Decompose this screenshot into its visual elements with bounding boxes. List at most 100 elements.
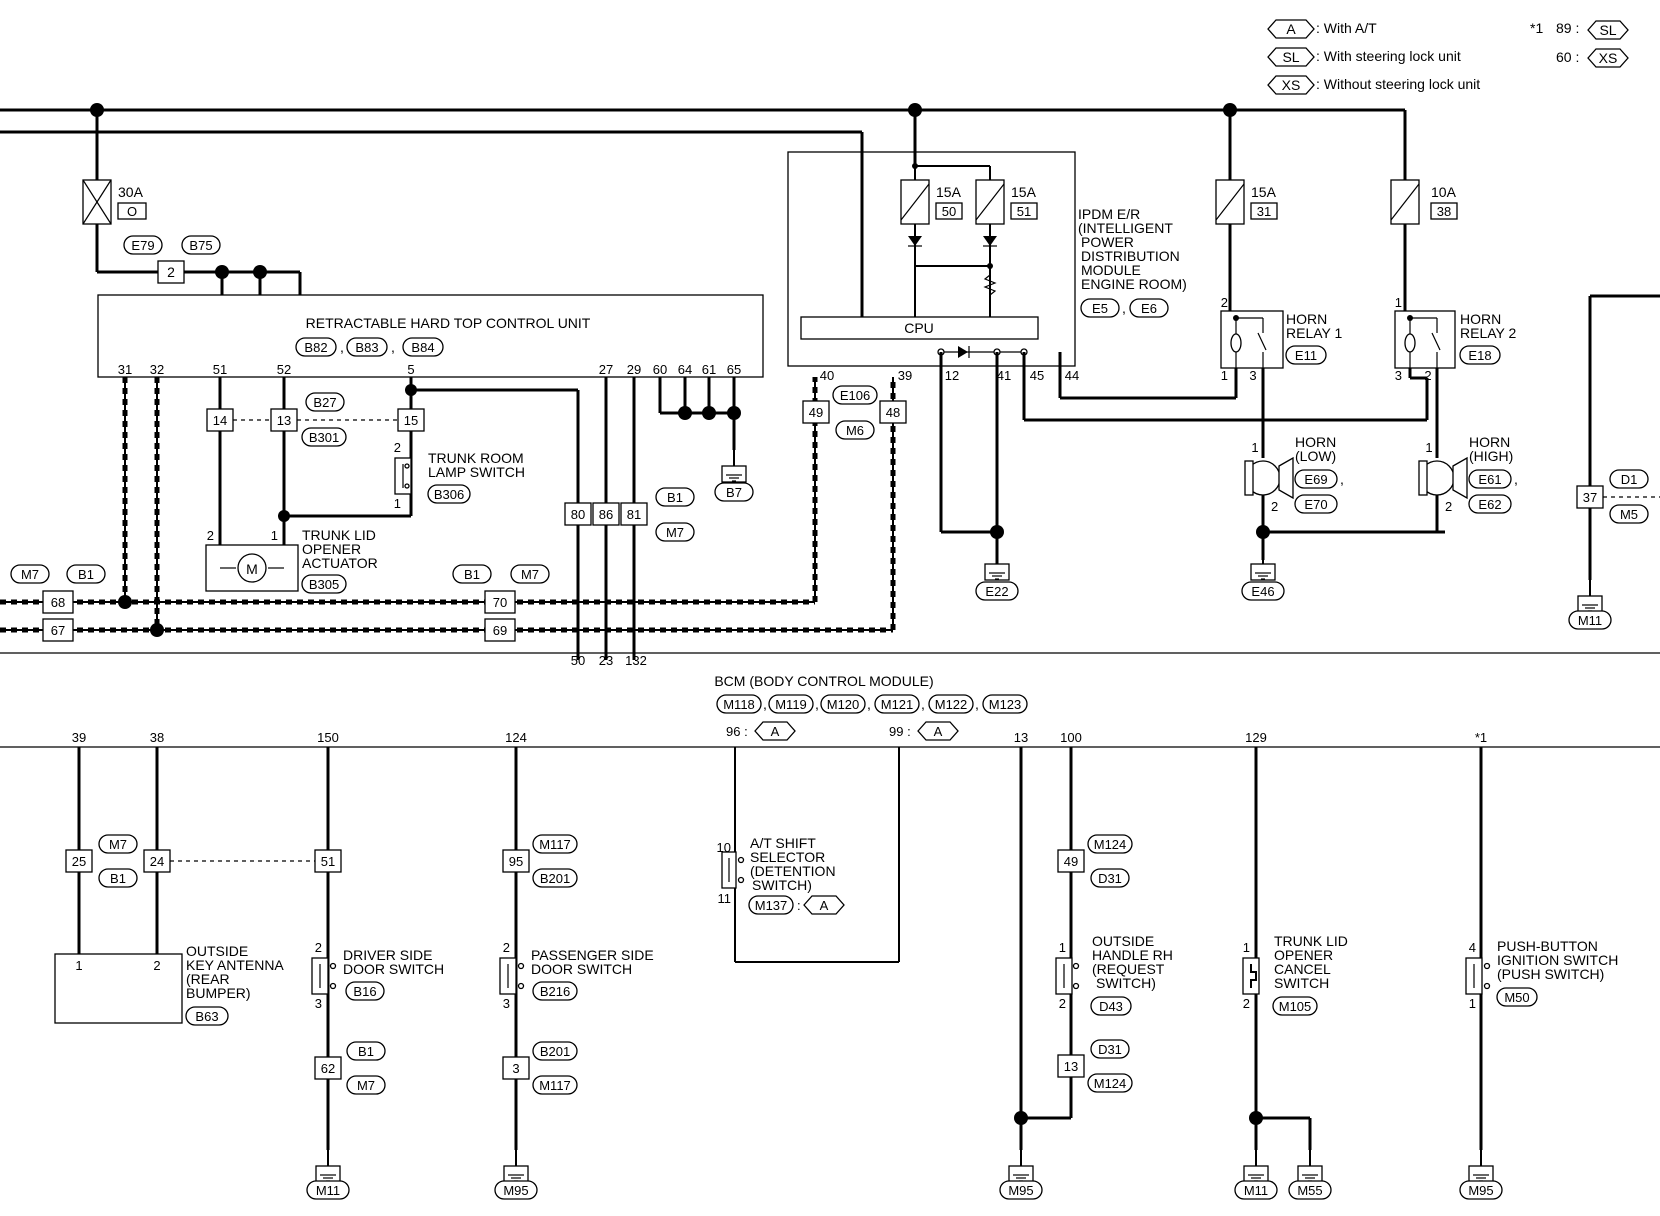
svg-text:BUMPER): BUMPER): [186, 985, 251, 1001]
svg-text:10: 10: [717, 840, 731, 855]
junction-25: [65, 849, 93, 873]
svg-text:E70: E70: [1304, 497, 1327, 512]
horn-relay-1-label: HORN: [1286, 311, 1327, 327]
bcm-title: BCM (BODY CONTROL MODULE): [714, 673, 933, 689]
svg-text:B1: B1: [358, 1044, 374, 1059]
svg-text:,: ,: [391, 339, 395, 355]
svg-text:B83: B83: [355, 340, 378, 355]
svg-text:10A: 10A: [1431, 184, 1457, 200]
svg-text:38: 38: [1437, 204, 1451, 219]
trunk-lid-cancel-switch: [1242, 957, 1260, 995]
svg-text:2: 2: [1243, 996, 1250, 1011]
svg-text:13: 13: [277, 413, 291, 428]
svg-text:,: ,: [1122, 300, 1126, 316]
junction-51: [314, 849, 342, 873]
legend-sl-tag: SL: [1282, 49, 1299, 65]
svg-text:E6: E6: [1141, 301, 1157, 316]
svg-text:B306: B306: [434, 487, 464, 502]
svg-text:27: 27: [599, 362, 613, 377]
svg-text:13: 13: [1064, 1059, 1078, 1074]
svg-text:32: 32: [150, 362, 164, 377]
svg-text:3: 3: [315, 996, 322, 1011]
svg-text:11: 11: [718, 891, 732, 906]
svg-text:M95: M95: [1468, 1183, 1493, 1198]
svg-text:129: 129: [1245, 730, 1267, 745]
svg-text:KEY ANTENNA: KEY ANTENNA: [186, 957, 284, 973]
fuse-30a-code: O: [127, 204, 137, 219]
svg-text:B201: B201: [540, 1044, 570, 1059]
svg-text:M7: M7: [666, 525, 684, 540]
svg-text:150: 150: [317, 730, 339, 745]
svg-text:2: 2: [1445, 499, 1452, 514]
svg-text:M7: M7: [109, 837, 127, 852]
junction-13-lower: [1057, 1054, 1085, 1078]
svg-text:E61: E61: [1478, 472, 1501, 487]
svg-text:B216: B216: [540, 984, 570, 999]
push-button-label: PUSH-BUTTON: [1497, 938, 1598, 954]
antenna-label: OUTSIDE: [186, 943, 248, 959]
svg-text:B1: B1: [78, 567, 94, 582]
legend-89-tag: SL: [1599, 22, 1616, 38]
svg-text:1: 1: [1395, 295, 1402, 310]
svg-text:M55: M55: [1297, 1183, 1322, 1198]
svg-text:M124: M124: [1094, 1076, 1127, 1091]
svg-text:M124: M124: [1094, 837, 1127, 852]
horn-relay-2-label: HORN: [1460, 311, 1501, 327]
svg-text:RELAY 1: RELAY 1: [1286, 325, 1343, 341]
svg-text:65: 65: [727, 362, 741, 377]
svg-text:81: 81: [627, 507, 641, 522]
svg-text:SWITCH): SWITCH): [1096, 975, 1156, 991]
legend-a-text: : With A/T: [1316, 20, 1377, 36]
svg-text:DOOR SWITCH: DOOR SWITCH: [343, 961, 444, 977]
junction-81: [620, 502, 648, 526]
driver-door-label: DRIVER SIDE: [343, 947, 432, 963]
svg-text:A: A: [820, 898, 829, 913]
svg-text:OPENER: OPENER: [1274, 947, 1333, 963]
svg-text:31: 31: [118, 362, 132, 377]
fuse-30a-rating: 30A: [118, 184, 144, 200]
svg-text:M95: M95: [1008, 1183, 1033, 1198]
ground-e22: E22: [985, 584, 1008, 599]
trunk-lid-cancel-label: TRUNK LID: [1274, 933, 1348, 949]
svg-text:70: 70: [493, 595, 507, 610]
svg-text:31: 31: [1257, 204, 1271, 219]
svg-text:HANDLE RH: HANDLE RH: [1092, 947, 1173, 963]
svg-text:1: 1: [1425, 440, 1432, 455]
svg-text:M6: M6: [846, 423, 864, 438]
outside-key-antenna: [54, 953, 183, 1024]
svg-text:A: A: [934, 724, 943, 739]
passenger-door-label: PASSENGER SIDE: [531, 947, 654, 963]
cpu: [800, 316, 1039, 340]
horn-relay-1: [1220, 310, 1284, 369]
svg-text:DOOR SWITCH: DOOR SWITCH: [531, 961, 632, 977]
svg-text:1: 1: [271, 528, 278, 543]
rhtcu-title: RETRACTABLE HARD TOP CONTROL UNIT: [306, 315, 591, 331]
svg-text:E62: E62: [1478, 497, 1501, 512]
svg-text:D31: D31: [1098, 1042, 1122, 1057]
svg-text:(DETENTION: (DETENTION: [750, 863, 836, 879]
svg-text:RELAY 2: RELAY 2: [1460, 325, 1517, 341]
svg-text:67: 67: [51, 623, 65, 638]
svg-text:B84: B84: [411, 340, 434, 355]
svg-text:E106: E106: [840, 388, 870, 403]
svg-text:M7: M7: [357, 1078, 375, 1093]
svg-text:24: 24: [150, 854, 164, 869]
svg-text:SWITCH: SWITCH: [1274, 975, 1329, 991]
at-shift-label: A/T SHIFT: [750, 835, 816, 851]
junction-49: [802, 400, 830, 424]
svg-text:ACTUATOR: ACTUATOR: [302, 555, 378, 571]
svg-text:D43: D43: [1099, 999, 1123, 1014]
svg-text:M7: M7: [521, 567, 539, 582]
svg-text:39: 39: [72, 730, 86, 745]
svg-text:M: M: [246, 561, 258, 577]
svg-text:1: 1: [1059, 940, 1066, 955]
legend-60-tag: XS: [1599, 50, 1618, 66]
horn-relay-2: [1394, 310, 1456, 369]
ipdm-label: IPDM E/R: [1078, 206, 1140, 222]
bcm: BCM (BODY CONTROL MODULE) M118 , M119 , …: [0, 652, 1660, 748]
svg-text:124: 124: [505, 730, 527, 745]
svg-text:39: 39: [898, 368, 912, 383]
svg-text:E18: E18: [1468, 348, 1491, 363]
svg-text:SELECTOR: SELECTOR: [750, 849, 825, 865]
trunk-room-lamp-label: TRUNK ROOM: [428, 450, 524, 466]
